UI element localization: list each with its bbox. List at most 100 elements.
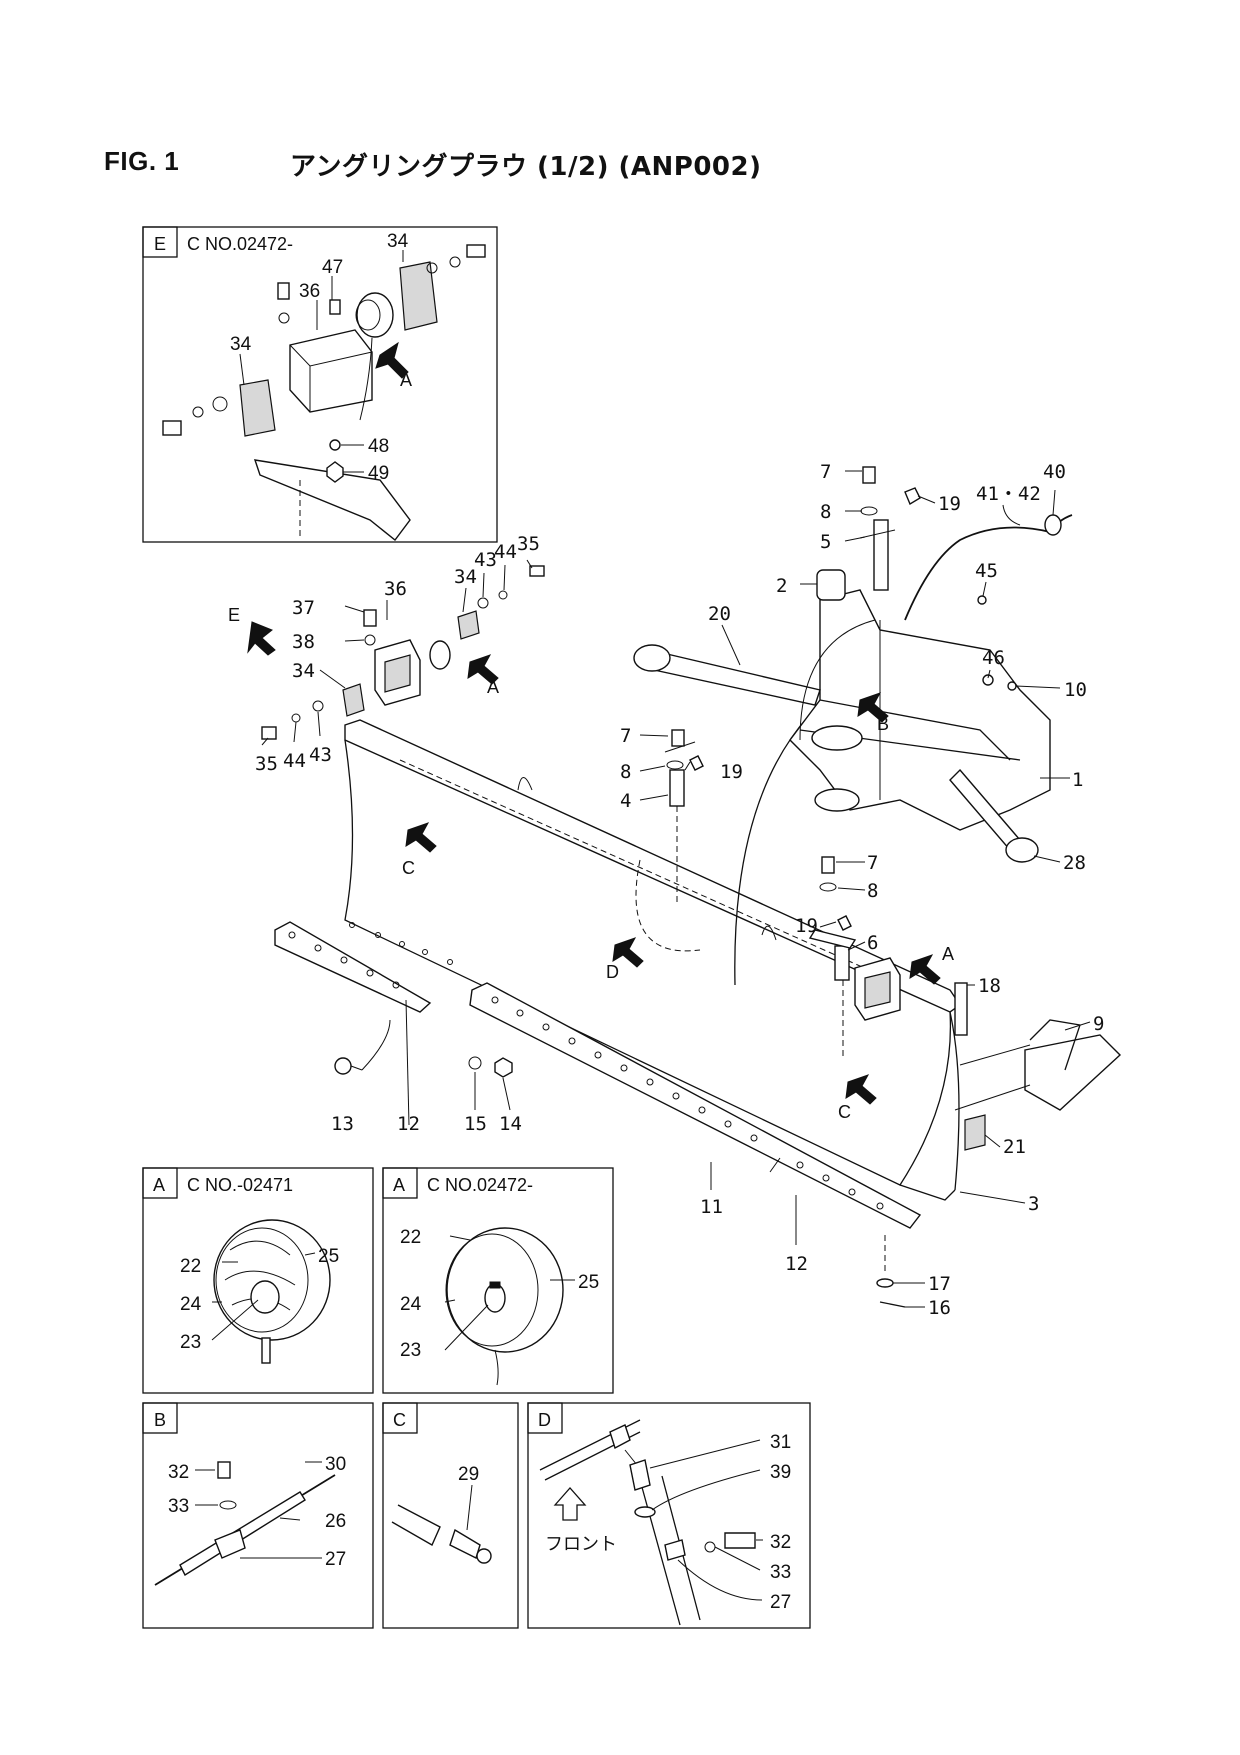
washer-17 [876,1278,894,1288]
lamp-a2-wire [494,1349,499,1386]
mount-frame-1 [789,589,1051,831]
inset-b: B 32 30 33 26 27 [142,1402,374,1629]
main-washer-38 [364,634,376,646]
washer-right-1 [426,262,438,274]
inset-b-leaders [195,1461,322,1559]
inset-a2: A C NO.02472- 22 25 24 23 [382,1167,614,1394]
lamp-a2-housing [446,1227,564,1353]
main-bolt-35-left [261,726,277,740]
blade-bolt-holes [349,922,453,965]
cutting-edge-main [469,982,922,1229]
main-callout-2: 2 [776,575,787,597]
main-callout-1: 1 [1072,769,1083,791]
inset-a2-leaders [444,1235,575,1351]
inset-d-clamp-39 [634,1506,656,1518]
inset-d-callout-39: 39 [770,1462,791,1483]
inset-a2-callout-23: 23 [400,1340,421,1361]
inset-c-frame [382,1402,519,1629]
inset-a1-callout-22: 22 [180,1256,201,1277]
main-callout-14: 14 [499,1113,522,1135]
view-arrow-e-icon [247,621,276,656]
main-callout-15: 15 [464,1113,487,1135]
main-callout-28: 28 [1063,852,1086,874]
main-callout-8-top: 8 [820,501,831,523]
main-leader-lines [261,470,1091,1308]
bolt-7-lower [821,856,835,874]
washer-left-1 [192,406,204,418]
bolt-top-left [277,282,290,300]
inset-a1: A C NO.-02471 22 25 24 23 [142,1167,374,1394]
main-callout-12-left: 12 [397,1113,420,1135]
main-callout-37: 37 [292,597,315,619]
inset-d: D フロント 31 39 32 33 27 [527,1402,811,1629]
inset-a1-frame [142,1167,374,1394]
bolt-7-mid [671,729,685,747]
main-callout-19-mid: 19 [720,761,743,783]
inset-a1-callout-25: 25 [318,1246,339,1267]
lamp-a1-bulb [250,1280,280,1314]
inset-b-callout-27: 27 [325,1549,346,1570]
main-lamp-head [429,640,451,670]
view-arrow-b-icon [857,692,889,723]
reflector-plate-left [239,379,276,437]
fitting-46 [982,674,994,686]
inset-d-callout-32: 32 [770,1532,791,1553]
main-callout-20: 20 [708,603,731,625]
inset-e-callout-36: 36 [299,281,320,302]
inset-a2-letter: A [393,1175,405,1195]
lamp-a2-bulb-tip [489,1281,501,1289]
lamp-rim [355,299,381,331]
figure-number: FIG. 1 [104,146,180,176]
inset-a1-caption: C NO.-02471 [187,1175,293,1195]
plate-21 [964,1114,986,1151]
blade-lug-left [517,777,533,791]
grease-fitting-19-mid [689,755,704,771]
pin-18 [954,982,968,1036]
inset-a2-callout-24: 24 [400,1294,422,1315]
inset-b-bolt-32 [217,1461,231,1479]
washer-15 [468,1056,482,1070]
main-bolt-35-right [529,565,545,577]
cutting-edge-left [274,921,432,1013]
main-callout-3: 3 [1028,1193,1039,1215]
cylinder-20-eye [633,644,671,672]
inset-e-callout-47: 47 [322,257,343,278]
inset-d-callout-33: 33 [770,1562,791,1583]
pin-5-plate [859,529,896,539]
inset-b-callout-30: 30 [325,1454,346,1475]
washer-8-lower [819,882,837,892]
view-arrow-e-label: E [228,605,240,625]
lamp-box [289,329,373,413]
main-callout-36: 36 [384,578,407,600]
bolt-13-shank [350,1065,363,1071]
inset-a2-callout-25: 25 [578,1272,599,1293]
inset-c-hose [391,1504,441,1546]
inset-a2-caption: C NO.02472- [427,1175,533,1195]
blade-lug-right [761,925,777,941]
mount-pivot-boss [811,725,863,751]
inset-d-washer-33 [704,1541,716,1553]
lamp-wire [359,337,373,421]
cutting-edge-left-holes [288,931,400,989]
view-arrow-d-icon [612,937,644,968]
inset-e-callout-48: 48 [368,436,389,457]
inset-c-letter: C [393,1410,406,1430]
inset-c-fitting-29-nut [476,1548,492,1564]
main-callout-12-right: 12 [785,1253,808,1275]
inset-d-fitting-31 [629,1459,651,1491]
view-arrow-a-right-icon [909,954,941,985]
main-washer-44-right [498,590,508,600]
pin-6 [834,945,850,981]
main-callout-21: 21 [1003,1136,1026,1158]
grease-fitting-19-top [904,487,921,506]
inset-b-callout-26: 26 [325,1511,346,1532]
nut-14 [494,1057,513,1078]
washer-right-2 [449,256,461,268]
mount-lower-boss [814,788,860,812]
blade-side-outline [949,1011,960,1191]
main-callout-44-top: 44 [494,541,517,563]
view-arrow-a-top-icon [467,654,499,685]
inset-d-letter-box [527,1402,563,1434]
inset-e-caption: C NO.02472- [187,234,293,254]
inset-a2-letter-box [382,1167,418,1199]
